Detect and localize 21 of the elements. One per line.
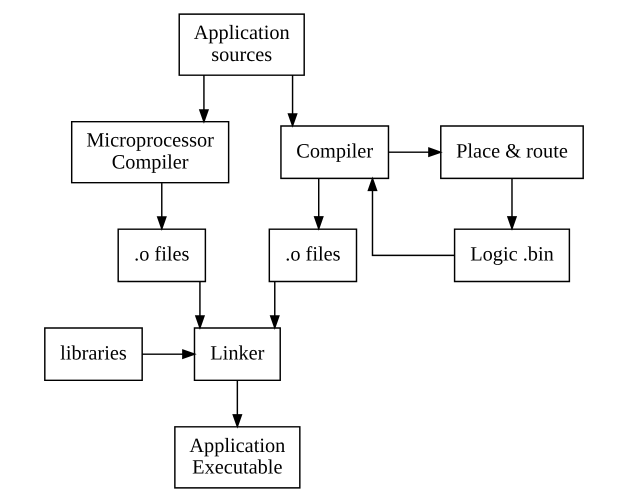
node-box: libraries [44,327,142,382]
node-box: Application sources [178,13,304,76]
node-box: .o files [268,228,357,282]
arrow [313,178,324,231]
arrow [506,178,517,231]
arrow [156,183,166,231]
arrow [198,75,209,124]
node-box: Application Executable [174,426,300,489]
arrow [269,282,280,330]
arrow [142,349,196,360]
arrow [388,147,442,158]
node-box: .o files [116,228,206,282]
arrow [286,75,298,128]
arrow [232,380,242,429]
node-box: Place & route [440,125,584,180]
node-box: Compiler [280,125,389,180]
node-box: Logic .bin [453,228,570,282]
node-box: Linker [193,327,280,382]
node-box: Microprocessor Compiler [70,120,229,184]
arrow [366,176,454,256]
arrow [194,282,205,330]
